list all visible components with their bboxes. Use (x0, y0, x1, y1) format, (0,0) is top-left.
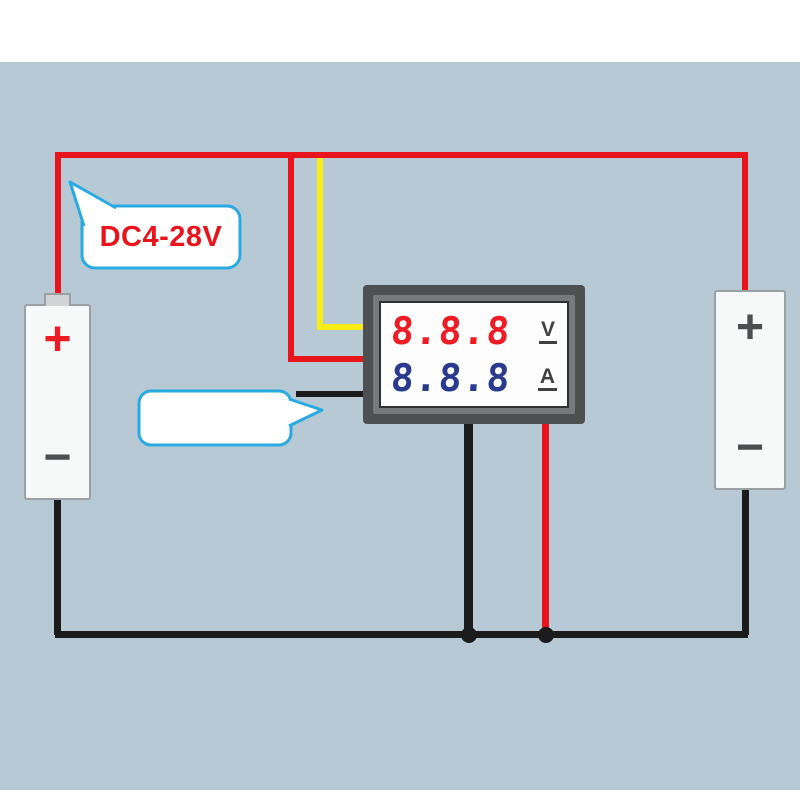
callout-bubble-shape (68, 180, 242, 270)
voltage-range-label: DC4-28V (99, 220, 223, 253)
right-battery-negative-wire (742, 489, 749, 635)
meter-power-wire-horizontal (288, 356, 365, 362)
voltage-row: 8.8.8 V (389, 309, 557, 353)
junction-dot-left (461, 627, 477, 643)
current-reading: 8.8.8 (389, 356, 512, 400)
top-power-wire (55, 152, 748, 158)
voltage-unit-label: V (538, 319, 557, 344)
current-unit-label: A (537, 366, 557, 391)
empty-callout-tail (288, 397, 324, 428)
bottom-return-wire (55, 631, 748, 638)
right-battery: + − (714, 290, 786, 490)
top-white-band (0, 0, 800, 62)
meter-black-drop-wire (464, 420, 473, 638)
right-battery-positive-wire (742, 152, 748, 292)
callout-tail (68, 180, 117, 227)
junction-dot-right (538, 627, 554, 643)
empty-callout (136, 386, 332, 452)
volt-amp-meter: 8.8.8 V 8.8.8 A (363, 285, 585, 424)
left-battery-terminal (44, 293, 71, 306)
left-battery-minus-label: − (43, 431, 72, 484)
bottom-white-band (0, 790, 800, 800)
meter-red-drop-wire (542, 420, 549, 638)
left-battery: + − (24, 293, 91, 500)
left-battery-positive-wire (55, 152, 61, 298)
voltage-range-callout: DC4-28V (64, 176, 254, 276)
left-battery-negative-wire (54, 499, 61, 635)
meter-sense-yellow-wire-horizontal (317, 324, 365, 330)
meter-power-wire-vertical (288, 152, 294, 362)
left-battery-plus-label: + (43, 313, 72, 366)
current-row: 8.8.8 A (389, 356, 557, 400)
voltage-reading: 8.8.8 (389, 309, 512, 353)
empty-callout-shape (137, 389, 324, 447)
right-battery-plus-label: + (735, 301, 765, 354)
meter-display: 8.8.8 V 8.8.8 A (379, 301, 569, 408)
meter-bezel: 8.8.8 V 8.8.8 A (373, 295, 575, 414)
right-battery-minus-label: − (735, 421, 765, 474)
meter-sense-yellow-wire-vertical (317, 158, 323, 330)
meter-ground-stub-wire (296, 391, 365, 397)
